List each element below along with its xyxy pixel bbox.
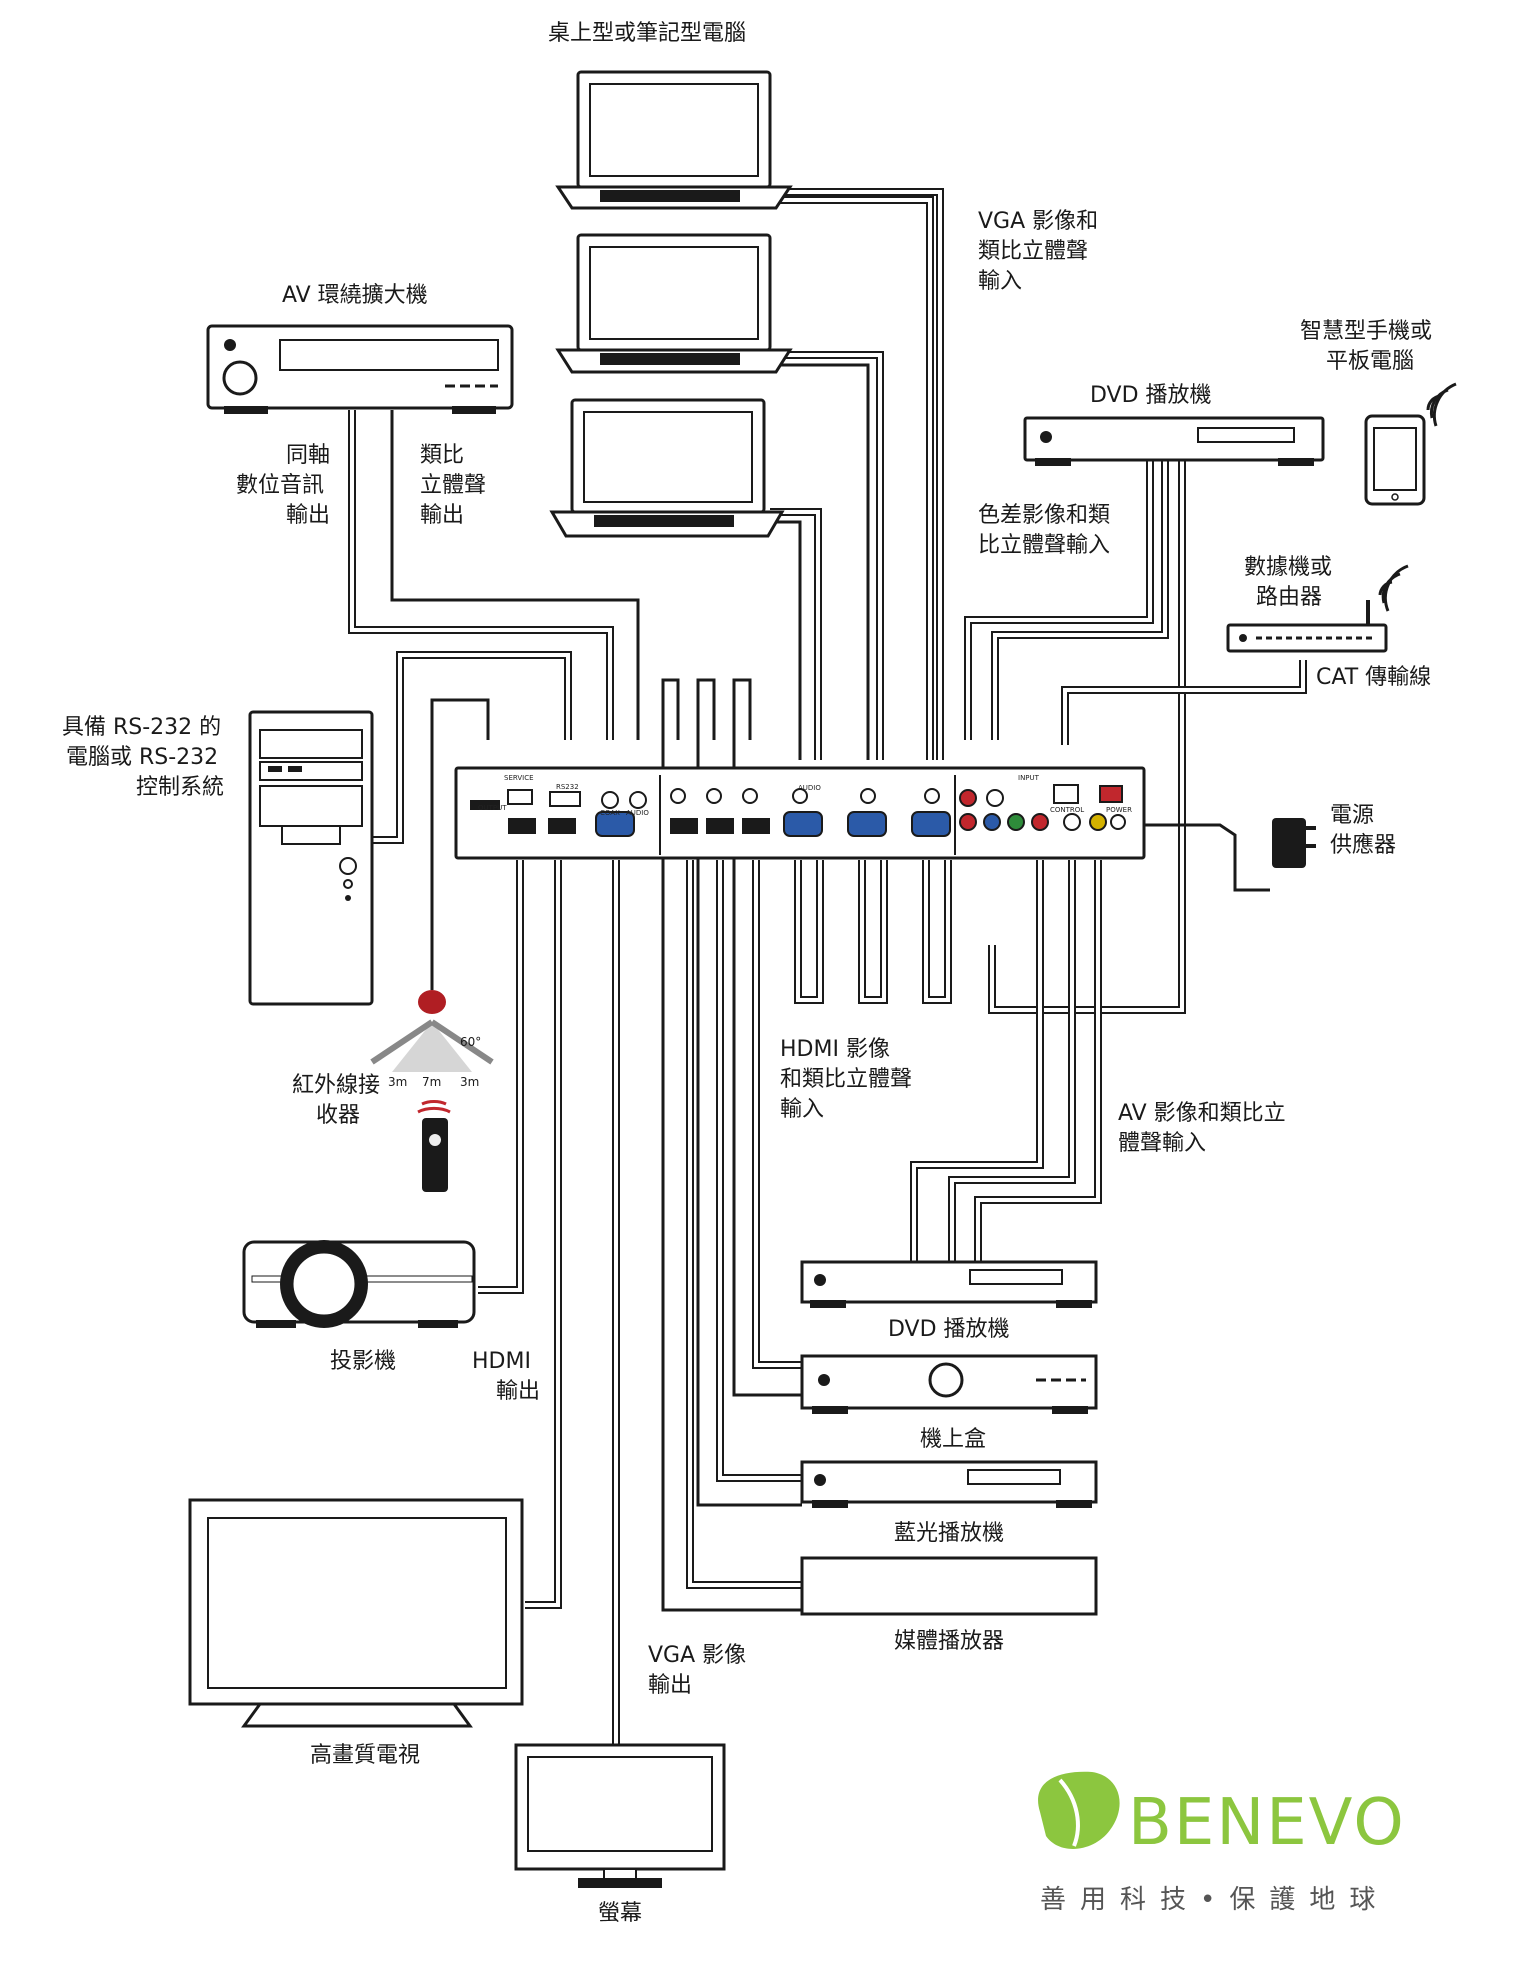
brand-logo: BENEVO 善用科技•保護地球 [1038, 1771, 1406, 1915]
ir-receiver: 60° 3m 7m 3m [370, 990, 494, 1089]
switch-panel: SERVICE RS232 COAX AUDIO OUTPUT AUDIO IN… [454, 766, 1146, 860]
component-in-label-2: 比立體聲輸入 [978, 533, 1110, 558]
media-label: 媒體播放器 [894, 1629, 1004, 1654]
panel-service-label: SERVICE [504, 774, 534, 782]
pc-tower [248, 710, 374, 1006]
panel-output-label: OUTPUT [478, 804, 507, 812]
power-label-2: 供應器 [1330, 832, 1396, 858]
rs232-label-3: 控制系統 [136, 775, 224, 800]
av-receiver-label: AV 環繞擴大機 [282, 283, 428, 308]
rs232-label-1: 具備 RS-232 的 [62, 715, 221, 740]
bluray-label: 藍光播放機 [894, 1521, 1004, 1546]
vga-audio-in-label-1: VGA 影像和 [978, 209, 1098, 234]
hdmi-out-label-2: 輸出 [496, 1379, 540, 1404]
laptop-2 [555, 233, 793, 374]
router-label-1: 數據機或 [1244, 555, 1332, 580]
panel-power-label: POWER [1106, 806, 1132, 814]
analog-out-label-2: 立體聲 [420, 473, 486, 498]
dvd-top-label: DVD 播放機 [1090, 383, 1212, 408]
av-receiver [206, 324, 514, 414]
ir-label-2: 收器 [316, 1103, 360, 1128]
media-player [800, 1556, 1098, 1616]
analog-out-label-1: 類比 [420, 443, 464, 468]
analog-out-label-3: 輸出 [420, 503, 464, 528]
coax-out-label-1: 同軸 [286, 443, 330, 468]
brand-name: BENEVO [1128, 1786, 1406, 1860]
monitor [514, 1743, 726, 1888]
panel-input-label: INPUT [1018, 774, 1040, 782]
ir-angle-label: 60° [460, 1035, 481, 1049]
router-label-2: 路由器 [1256, 585, 1322, 610]
smartphone-label-2: 平板電腦 [1326, 349, 1414, 374]
panel-audio2-label: AUDIO [798, 784, 821, 792]
power-label-1: 電源 [1330, 803, 1374, 828]
laptop-1 [555, 70, 793, 210]
ir-dist-left: 3m [388, 1075, 407, 1089]
panel-coax-label: COAX [600, 809, 620, 817]
cables [348, 188, 1307, 1752]
projector-label: 投影機 [330, 1349, 396, 1374]
computers-label: 桌上型或筆記型電腦 [548, 21, 746, 46]
vga-audio-in-label-2: 類比立體聲 [978, 239, 1088, 264]
bluray-player [800, 1460, 1098, 1508]
tablet [1364, 382, 1457, 506]
av-in-label-2: 體聲輸入 [1118, 1131, 1206, 1156]
component-in-label-1: 色差影像和類 [978, 503, 1110, 528]
vga-out-label-2: 輸出 [648, 1673, 692, 1698]
vga-audio-in-label-3: 輸入 [978, 269, 1022, 294]
remote-control [417, 1099, 451, 1192]
power-adapter-icon [1272, 818, 1316, 868]
panel-audio-label: AUDIO [626, 809, 649, 817]
stb-label: 機上盒 [920, 1427, 986, 1452]
av-in-label-1: AV 影像和類比立 [1118, 1101, 1286, 1126]
dvd-player-top [1023, 416, 1325, 466]
hdmi-out-label-1: HDMI [472, 1349, 531, 1374]
brand-slogan: 善用科技•保護地球 [1040, 1885, 1389, 1915]
router [1226, 564, 1409, 653]
ir-dist-mid: 7m [422, 1075, 441, 1089]
hdmi-in-label-2: 和類比立體聲 [780, 1067, 912, 1092]
rs232-label-2: 電腦或 RS-232 [66, 745, 218, 770]
ir-dist-right: 3m [460, 1075, 479, 1089]
smartphone-label-1: 智慧型手機或 [1300, 319, 1432, 344]
dvd-player-bottom [800, 1260, 1098, 1308]
vga-out-label-1: VGA 影像 [648, 1643, 746, 1668]
hdmi-in-label-1: HDMI 影像 [780, 1037, 890, 1062]
leaf-icon [1038, 1771, 1120, 1849]
coax-out-label-3: 輸出 [286, 503, 330, 528]
panel-rs232-label: RS232 [556, 783, 579, 791]
cat-label: CAT 傳輸線 [1316, 665, 1431, 690]
laptop-3 [549, 398, 785, 538]
panel-control-label: CONTROL [1050, 806, 1084, 814]
monitor-label: 螢幕 [598, 1901, 642, 1926]
set-top-box [800, 1354, 1098, 1414]
hdmi-in-label-3: 輸入 [780, 1097, 824, 1122]
ir-label-1: 紅外線接 [292, 1073, 380, 1098]
labels: 桌上型或筆記型電腦 VGA 影像和 類比立體聲 輸入 AV 環繞擴大機 智慧型手… [62, 21, 1432, 1926]
projector [242, 1240, 476, 1328]
dvd-bottom-label: DVD 播放機 [888, 1317, 1010, 1342]
coax-out-label-2: 數位音訊 [236, 473, 324, 498]
hdtv-label: 高畫質電視 [310, 1743, 420, 1768]
hdtv [188, 1498, 524, 1728]
